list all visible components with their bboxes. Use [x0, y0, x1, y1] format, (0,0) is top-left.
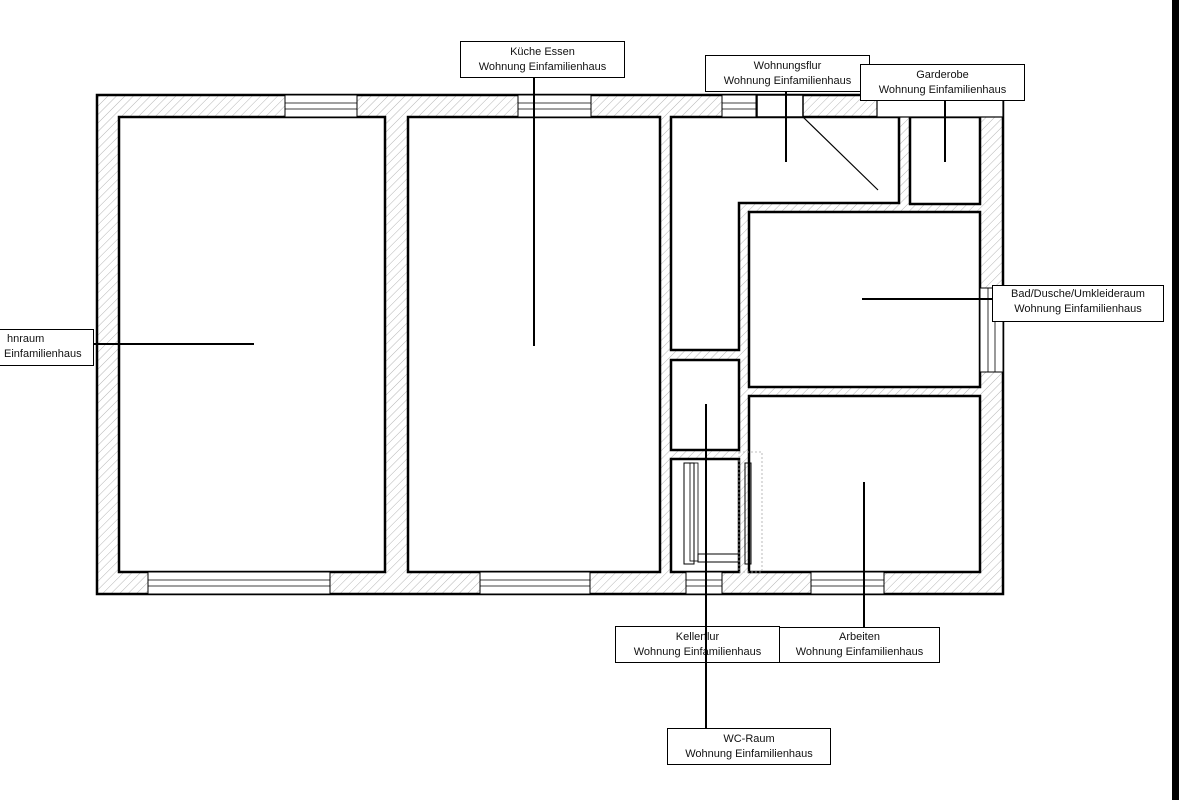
label-bad-dusche: Bad/Dusche/Umkleideraum Wohnung Einfamil… [992, 285, 1164, 322]
label-room-name: Wohnungsflur [753, 60, 822, 72]
label-room-name: Garderobe [916, 69, 969, 81]
door-swing-line [802, 116, 879, 191]
wc-fixture-side [744, 462, 752, 565]
label-unit-name: Wohnung Einfamilienhaus [478, 61, 607, 73]
label-room-name: WC-Raum [723, 733, 775, 745]
label-unit-name: Wohnung Einfamilienhaus [795, 646, 924, 658]
wc-dotted-outline [738, 451, 763, 573]
label-kueche-essen: Küche Essen Wohnung Einfamilienhaus [460, 41, 625, 78]
label-unit-name: Wohnung Einfamilienhaus [633, 646, 762, 658]
label-unit-name: Wohnung Einfamilienhaus [685, 748, 813, 760]
label-wc-raum: WC-Raum Wohnung Einfamilienhaus [667, 728, 831, 765]
label-room-name: Kellerflur [675, 631, 720, 643]
label-unit-name: Wohnung Einfamilienhaus [723, 75, 852, 87]
window-bottom-3 [685, 571, 723, 595]
wc-fixture-inner [689, 462, 699, 562]
window-top-2 [517, 94, 592, 118]
wc-fixture-outer [683, 462, 695, 565]
label-arbeiten: Arbeiten Wohnung Einfamilienhaus [779, 627, 940, 663]
label-room-name: hnraum [7, 333, 45, 345]
window-bottom-2 [479, 571, 591, 595]
label-kellerflur: Kellerflur Wohnung Einfamilienhaus [615, 626, 780, 663]
window-top-1 [284, 94, 358, 118]
leader-lines [94, 78, 1004, 728]
label-wohnraum: hnraum Einfamilienhaus [0, 329, 94, 366]
window-bottom-4 [810, 571, 885, 595]
label-unit-name: Wohnung Einfamilienhaus [1014, 303, 1142, 315]
windows [147, 94, 1004, 595]
entrance-pillar [756, 94, 804, 118]
label-unit-name: Wohnung Einfamilienhaus [878, 84, 1007, 96]
window-glazing-lines [148, 102, 996, 587]
label-room-name: Bad/Dusche/Umkleideraum [1011, 288, 1145, 300]
label-room-name: Arbeiten [839, 631, 880, 643]
window-top-3 [721, 94, 757, 118]
label-room-name: Küche Essen [510, 46, 575, 58]
label-unit-name: Einfamilienhaus [4, 348, 82, 360]
label-wohnungsflur: Wohnungsflur Wohnung Einfamilienhaus [705, 55, 870, 92]
window-bottom-1 [147, 571, 331, 595]
label-garderobe: Garderobe Wohnung Einfamilienhaus [860, 64, 1025, 101]
